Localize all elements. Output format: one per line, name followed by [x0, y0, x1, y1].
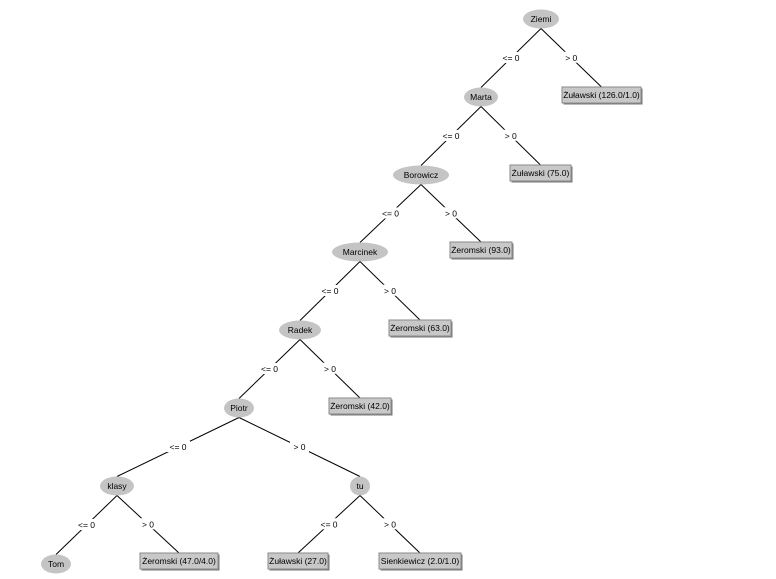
node-label: Piotr — [230, 403, 248, 413]
edge-label-background — [501, 129, 521, 141]
leaf-label: Sienkiewicz (2.0/1.0) — [381, 556, 460, 566]
tree-leaf: Żuławski (27.0) — [267, 552, 330, 571]
node-ellipse — [393, 165, 449, 185]
tree-edge-labels: <= 0 > 0 <= 0 > 0 <= 0 > 0 <= 0 > 0 <= 0 > 0 <= 0 >… — [74, 51, 581, 530]
node-label: Radek — [288, 325, 313, 335]
edge-label: > 0 — [324, 364, 336, 374]
tree-leaf: Żeromski (93.0) — [449, 241, 514, 260]
node-ellipse — [41, 554, 71, 574]
edge-label-background — [74, 519, 99, 530]
node-ellipse — [464, 87, 498, 107]
leaf-label: Żeromski (42.0) — [330, 401, 390, 411]
edge-label: <= 0 — [261, 364, 278, 374]
leaf-box — [561, 86, 642, 104]
tree-node-ziemi: Ziemi — [523, 9, 559, 29]
leaf-label: Żeromski (47.0/4.0) — [142, 556, 216, 566]
tree-leaf: Sienkiewicz (2.0/1.0) — [378, 552, 463, 571]
edge-label-background — [380, 518, 400, 530]
tree-leaf: Żeromski (42.0) — [328, 397, 393, 416]
tree-leaves: Żuławski (126.0/1.0) Żuławski (75.0) Żerom… — [139, 86, 643, 571]
tree-node-tu: tu — [350, 476, 370, 496]
tree-node-marta: Marta — [464, 87, 498, 107]
edge-label: > 0 — [505, 131, 517, 141]
edge-label-background — [499, 52, 523, 63]
tree-leaf: Żuławski (126.0/1.0) — [561, 86, 643, 105]
edge-label-background — [318, 285, 342, 296]
node-label: tu — [356, 481, 363, 491]
leaf-box — [449, 241, 513, 259]
node-ellipse — [279, 320, 321, 340]
node-ellipse — [523, 9, 559, 29]
tree-node-tom: Tom — [41, 554, 71, 574]
edge-label: <= 0 — [382, 209, 399, 219]
edge-label-background — [290, 441, 309, 452]
tree-leaf: Żeromski (47.0/4.0) — [139, 552, 220, 571]
leaf-box — [139, 552, 219, 570]
tree-node-klasy: klasy — [100, 476, 134, 496]
edge-label: > 0 — [142, 519, 154, 529]
edge-label-background — [378, 207, 403, 219]
edge-label: <= 0 — [321, 286, 338, 296]
leaf-label: Żuławski (27.0) — [269, 556, 327, 566]
node-label: Marcinek — [343, 247, 378, 257]
edge-label-background — [166, 441, 190, 452]
tree-node-piotr: Piotr — [224, 398, 254, 418]
edge-label-background — [561, 51, 581, 63]
edge-label-background — [257, 363, 282, 374]
tree-leaf: Żuławski (75.0) — [509, 164, 573, 183]
edge-label: > 0 — [293, 442, 305, 452]
tree-node-radek: Radek — [279, 320, 321, 340]
tree-node-borowicz: Borowicz — [393, 165, 449, 185]
leaf-box — [328, 397, 392, 415]
node-label: Ziemi — [531, 14, 552, 24]
edge-label-background — [441, 207, 461, 219]
edge-label: <= 0 — [78, 520, 95, 530]
node-label: klasy — [107, 481, 127, 491]
node-label: Tom — [48, 559, 64, 569]
edge-label-background — [138, 518, 158, 530]
leaf-box — [509, 164, 572, 182]
leaf-box — [378, 552, 462, 570]
edge-label: > 0 — [384, 519, 396, 529]
leaf-label: Żeromski (93.0) — [451, 245, 511, 255]
node-ellipse — [100, 476, 134, 496]
edge-label-background — [380, 284, 400, 296]
leaf-label: Żeromski (63.0) — [390, 323, 450, 333]
edge-label: <= 0 — [169, 442, 186, 452]
edge-label: <= 0 — [320, 519, 337, 529]
leaf-box — [388, 319, 452, 337]
leaf-label: Żuławski (75.0) — [512, 168, 570, 178]
leaf-label: Żuławski (126.0/1.0) — [563, 90, 640, 100]
node-ellipse — [332, 242, 388, 262]
node-label: Marta — [470, 92, 492, 102]
leaf-box — [267, 552, 329, 570]
node-ellipse — [350, 476, 370, 496]
edge-label: <= 0 — [442, 131, 459, 141]
edge-label: > 0 — [565, 53, 577, 63]
edge-label: <= 0 — [502, 53, 519, 63]
node-label: Borowicz — [404, 170, 438, 180]
edge-label: > 0 — [384, 286, 396, 296]
tree-leaf: Żeromski (63.0) — [388, 319, 453, 338]
tree-node-marcinek: Marcinek — [332, 242, 388, 262]
edge-label-background — [320, 362, 340, 374]
edge-label: > 0 — [445, 208, 457, 218]
node-ellipse — [224, 398, 254, 418]
edge-label-background — [439, 130, 463, 141]
edge-label-background — [317, 518, 341, 530]
